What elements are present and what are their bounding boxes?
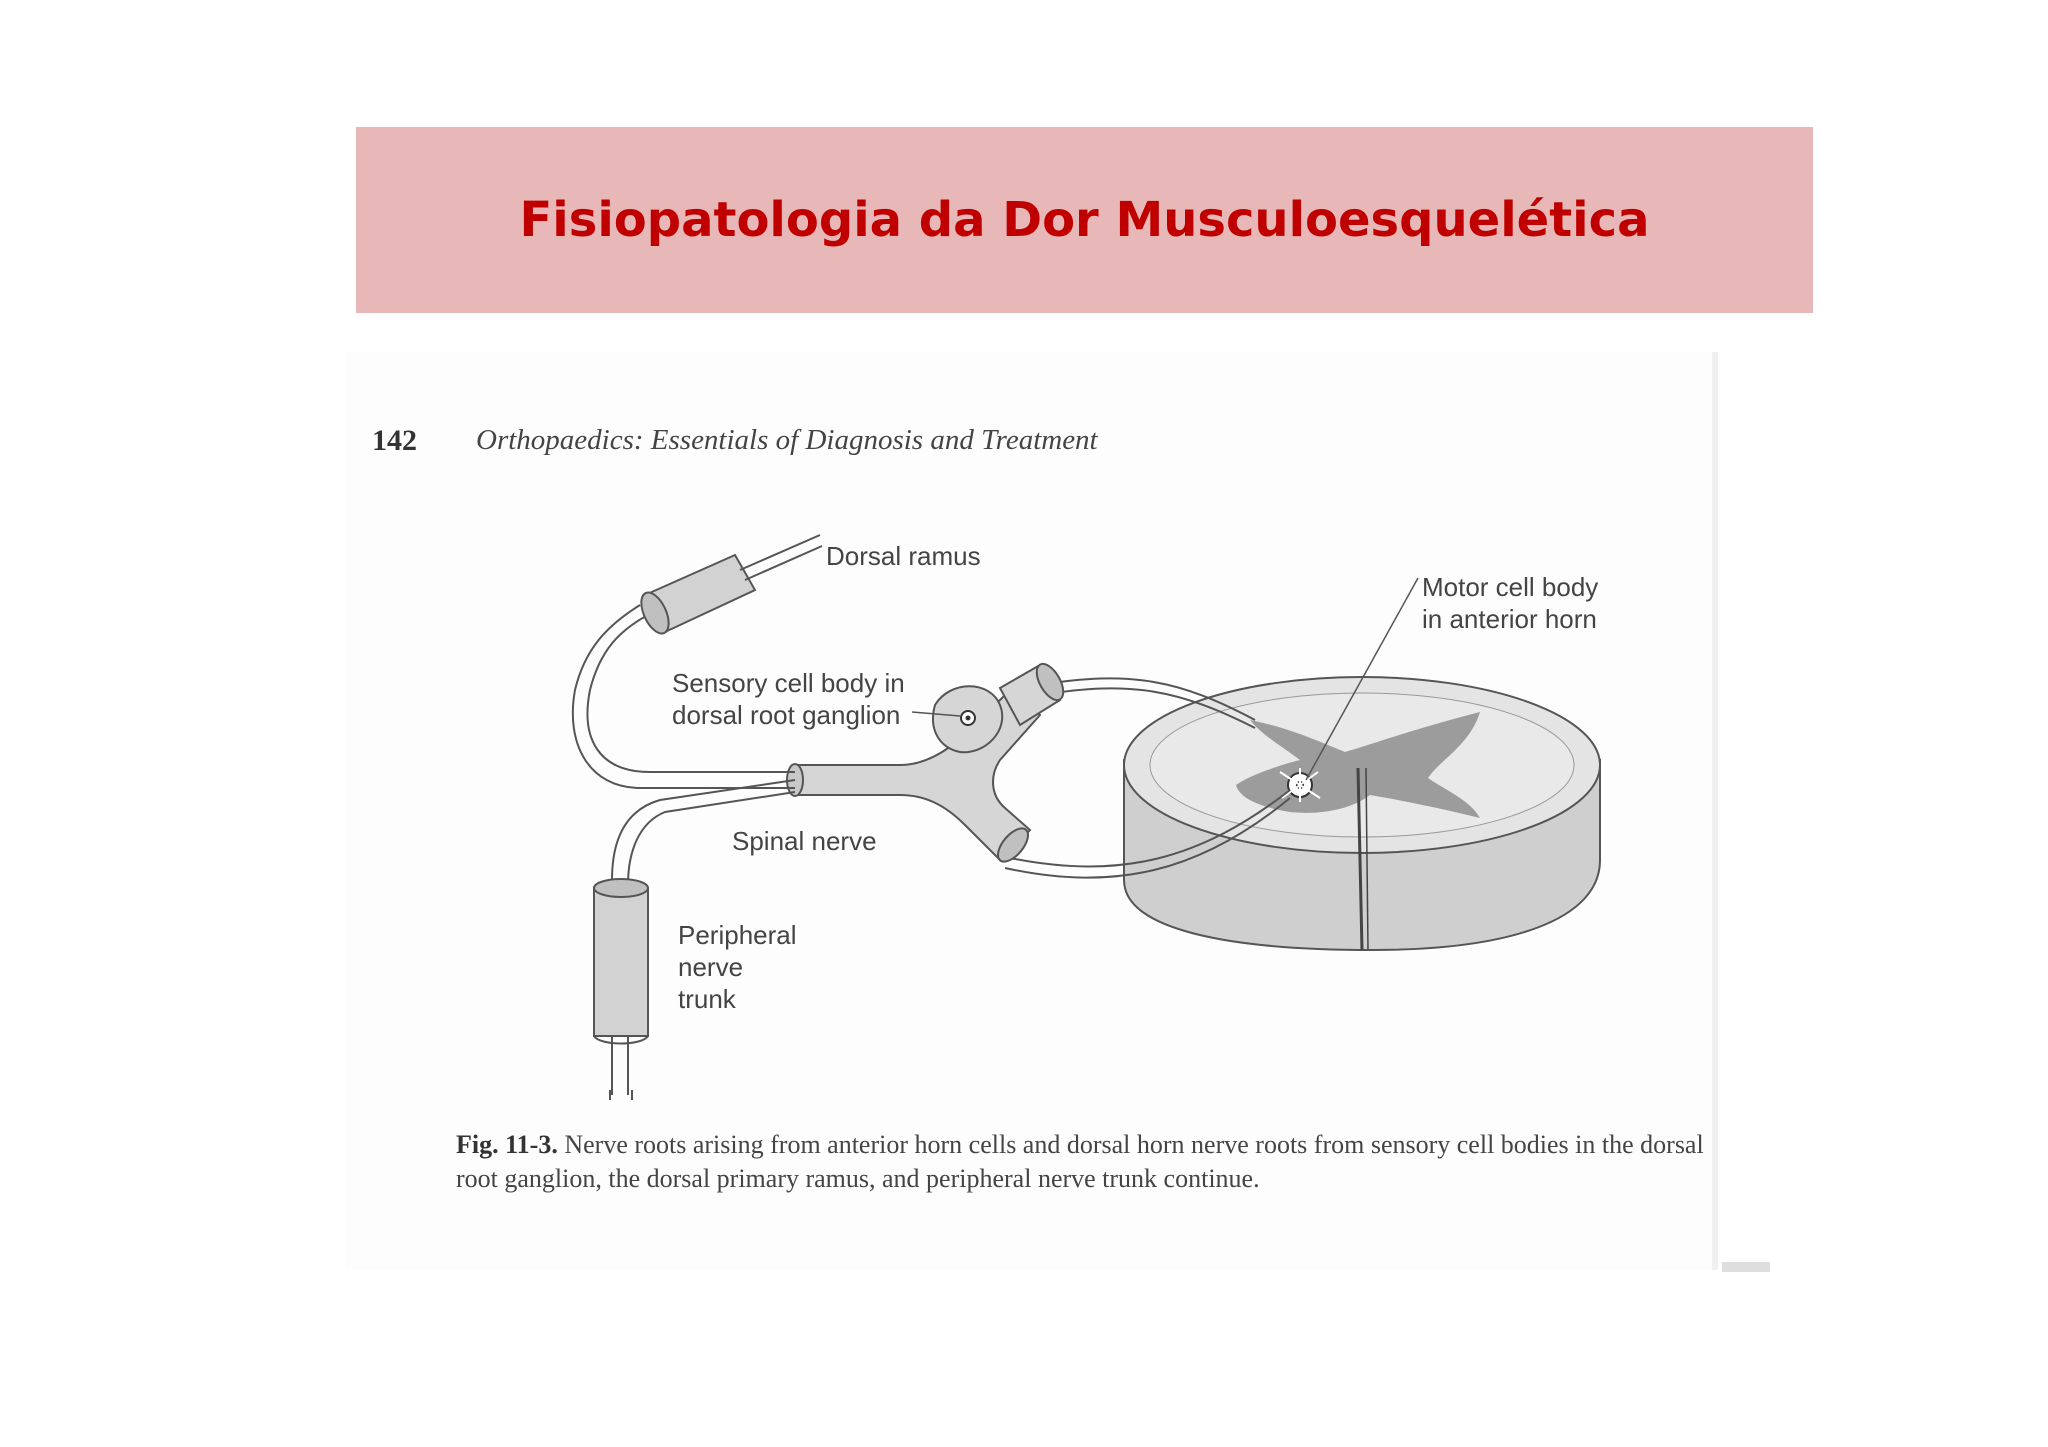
label-spinal-nerve: Spinal nerve <box>732 826 877 856</box>
book-title: Orthopaedics: Essentials of Diagnosis an… <box>476 424 1098 456</box>
label-dorsal-ramus: Dorsal ramus <box>826 541 981 571</box>
label-motor-cell-1: Motor cell body <box>1422 572 1598 602</box>
figure-label: Fig. 11-3. <box>456 1130 558 1159</box>
label-peripheral-1: Peripheral <box>678 920 797 950</box>
figure-caption-text: Nerve roots arising from anterior horn c… <box>456 1130 1704 1193</box>
anterior-fissure <box>1356 767 1364 951</box>
fiber-to-peripheral <box>611 779 796 1095</box>
label-peripheral-3: trunk <box>678 984 737 1014</box>
scan-corner-mark <box>1722 1262 1770 1272</box>
dorsal-ramus-sheath <box>640 534 823 635</box>
spinal-cord <box>1123 676 1601 952</box>
label-sensory-1: Sensory cell body in <box>672 668 905 698</box>
label-sensory-2: dorsal root ganglion <box>672 700 900 730</box>
motor-cell-leader <box>1305 577 1419 781</box>
label-motor-cell-2: in anterior horn <box>1422 604 1597 634</box>
title-banner: Fisiopatologia da Dor Musculoesquelética <box>356 127 1813 313</box>
fiber-to-dorsal-ramus <box>586 614 795 773</box>
dorsal-root <box>1039 677 1256 721</box>
ventral-root <box>1009 789 1291 868</box>
label-peripheral-2: nerve <box>678 952 743 982</box>
page-number: 142 <box>372 424 417 457</box>
figure-caption: Fig. 11-3. Nerve roots arising from ante… <box>456 1128 1716 1196</box>
scan-edge <box>1712 352 1718 1270</box>
sensory-cell-leader <box>911 711 961 717</box>
slide-title: Fisiopatologia da Dor Musculoesquelética <box>519 192 1650 248</box>
spinal-nerve-junction <box>786 662 1065 863</box>
peripheral-nerve-sheath <box>593 878 649 1045</box>
